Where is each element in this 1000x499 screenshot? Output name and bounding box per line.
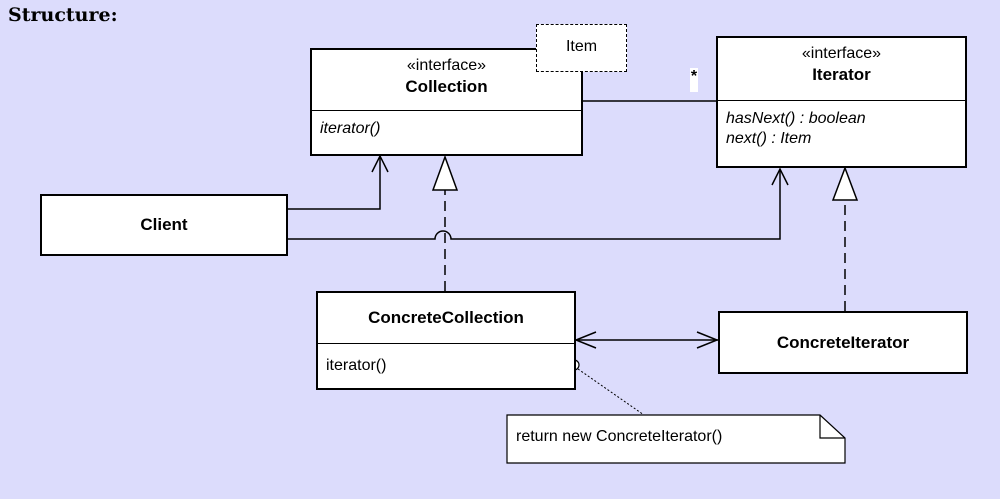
client-name: Client <box>140 215 188 234</box>
hollow-triangle <box>431 154 459 191</box>
concrete-collection-header: ConcreteCollection <box>318 293 574 344</box>
open-arrowhead <box>696 331 720 349</box>
iterator-operations: hasNext() : boolean next() : Item <box>718 101 965 149</box>
concrete-collection-name: ConcreteCollection <box>368 308 524 327</box>
hollow-triangle <box>831 165 859 201</box>
iterator-name: Iterator <box>812 65 871 84</box>
concrete-iterator-name: ConcreteIterator <box>776 332 910 352</box>
collection-operation: iterator() <box>320 120 381 137</box>
concrete-collection-operation: iterator() <box>326 357 387 374</box>
iterator-stereotype: «interface» <box>801 45 882 62</box>
open-arrowhead <box>371 154 389 173</box>
template-parameter: Item <box>536 24 627 72</box>
concrete-collection-operations: iterator() <box>318 344 574 376</box>
client-box: Client <box>40 194 288 256</box>
iterator-operation: hasNext() : boolean <box>726 110 866 127</box>
note-shape <box>506 414 846 464</box>
collection-stereotype: «interface» <box>406 57 487 74</box>
note-link <box>577 368 645 416</box>
open-arrowhead <box>573 331 597 349</box>
concrete-iterator-box: ConcreteIterator <box>718 311 968 374</box>
note-text: return new ConcreteIterator() <box>516 428 723 445</box>
concrete-collection-box: ConcreteCollection iterator() <box>316 291 576 390</box>
iterator-interface-box: «interface» Iterator hasNext() : boolean… <box>716 36 967 168</box>
multiplicity-label: * <box>690 68 698 92</box>
client-iterator-dependency <box>286 169 781 240</box>
collection-operations: iterator() <box>312 111 581 139</box>
collection-name: Collection <box>405 77 488 96</box>
collection-header: «interface» Collection <box>312 50 581 111</box>
open-arrowhead <box>771 167 789 186</box>
note-fold <box>819 415 845 439</box>
iterator-header: «interface» Iterator <box>718 38 965 101</box>
iterator-operation: next() : Item <box>726 130 812 147</box>
section-heading: Structure: <box>8 4 118 26</box>
client-collection-dependency <box>286 156 381 210</box>
